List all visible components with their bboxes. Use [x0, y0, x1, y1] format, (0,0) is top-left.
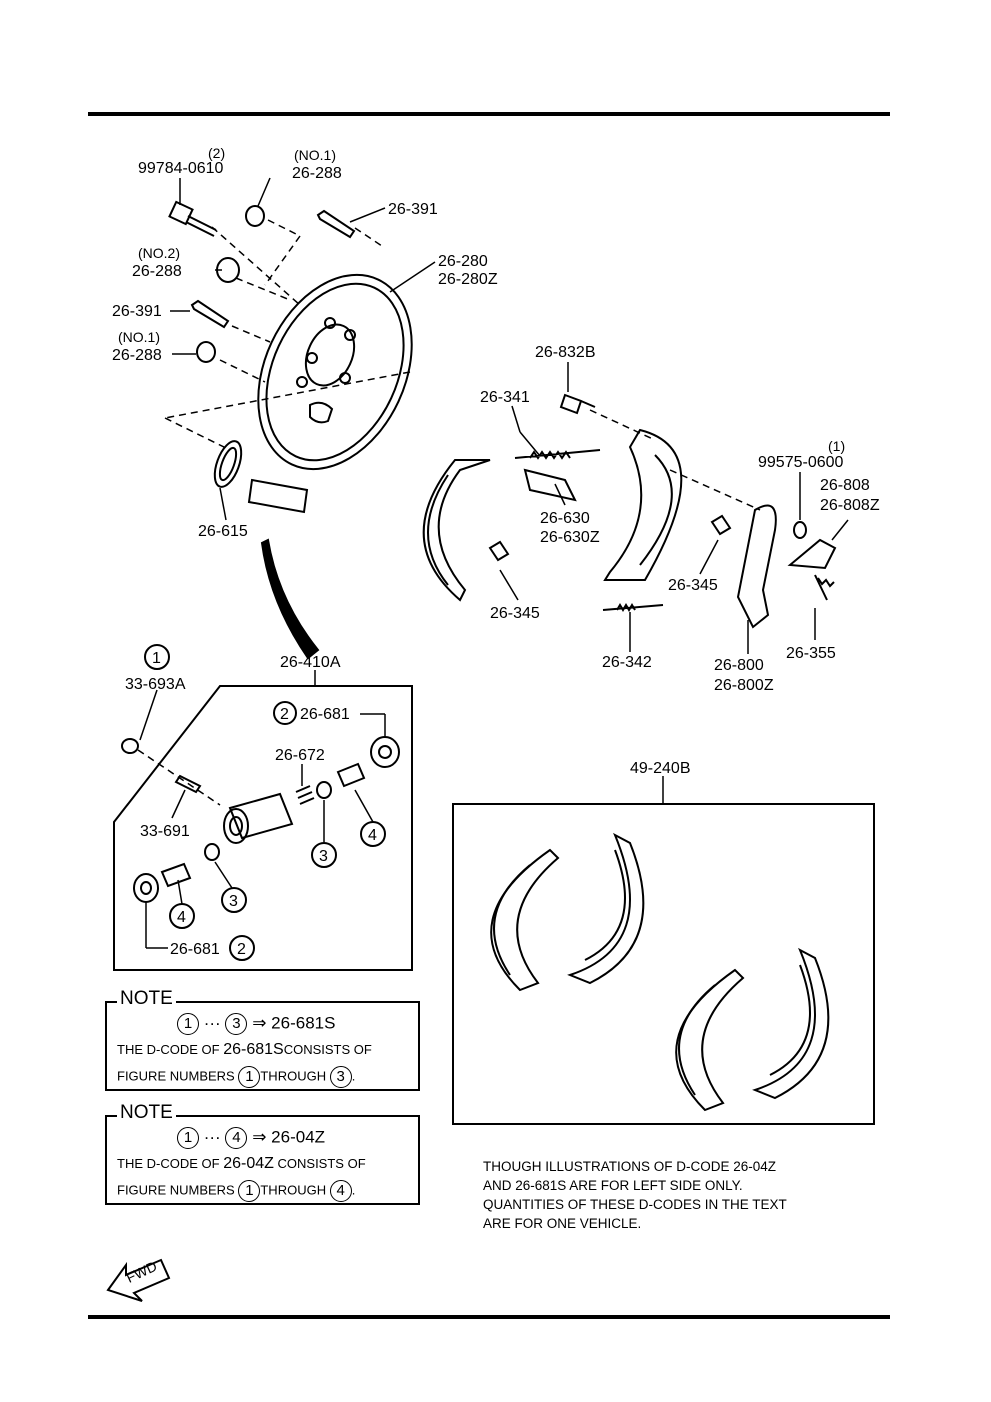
holddown-left-drawing: [488, 540, 510, 562]
pin-top-drawing: [316, 209, 356, 239]
nut-top-drawing: [245, 205, 265, 227]
upper-spring-label: 26-341: [480, 389, 530, 406]
wheel-cylinder-detail-drawing: [121, 736, 400, 903]
note-range: 1 ··· 3 ⇒ 26-681S: [177, 1013, 335, 1035]
adjuster-drawing: [559, 393, 596, 415]
strut-label-b: 26-630Z: [540, 529, 600, 546]
clip-drawing: [793, 521, 807, 539]
shoe-left-drawing: [422, 459, 491, 602]
note-range: 1 ··· 4 ⇒ 26-04Z: [177, 1127, 325, 1149]
spring-cyl-label: 26-672: [275, 747, 325, 764]
note-box-1: NOTE 1 ··· 3 ⇒ 26-681S THE D-CODE OF 26-…: [105, 988, 420, 1091]
pin-mid-drawing: [190, 299, 230, 329]
fwd-arrow: [106, 1258, 171, 1302]
wheel-cylinder-label: 26-410A: [280, 654, 341, 671]
shoe-set-drawing: [490, 832, 830, 1112]
nut-mid-label: 26-288: [132, 263, 182, 280]
gasket-drawing: [213, 440, 243, 488]
wheel-cylinder-box: [113, 685, 413, 971]
nut-top-label: 26-288: [292, 165, 342, 182]
backing-plate-drawing: [257, 273, 413, 471]
bottom-rule: [88, 1315, 890, 1319]
shoe-set-label: 49-240B: [630, 760, 691, 777]
backing-plate-label-a: 26-280: [438, 253, 488, 270]
lever-spring-drawing: [814, 574, 835, 601]
parking-lever-drawing: [736, 504, 777, 629]
clip-qty: (1): [828, 438, 845, 454]
lever-label-a: 26-808: [820, 477, 870, 494]
nut-low-drawing: [196, 341, 216, 363]
leader-lines: [139, 177, 849, 949]
strut-drawing: [523, 468, 577, 502]
holddown-right-drawing: [710, 514, 732, 536]
circle-1-cap: [144, 644, 170, 670]
note-title: NOTE: [117, 1102, 176, 1124]
note-text: THE D-CODE OF 26-681SCONSISTS OF: [117, 1041, 372, 1058]
bolt-qty: (2): [208, 145, 225, 161]
nut-top-no: (NO.1): [294, 147, 336, 163]
bolt-drawing: [168, 200, 217, 237]
wheel-cylinder-small-drawing: [247, 478, 309, 514]
nut-mid-no: (NO.2): [138, 245, 180, 261]
shoe-set-box: [452, 803, 875, 1125]
boot-top-num: 2: [280, 706, 289, 723]
note-title: NOTE: [117, 988, 176, 1010]
adjuster-label: 26-832B: [535, 344, 596, 361]
holddown-right-label: 26-345: [668, 577, 718, 594]
parking-lever-label-b: 26-800Z: [714, 677, 774, 694]
parking-lever-label-a: 26-800: [714, 657, 764, 674]
bleeder-label: 33-691: [140, 823, 190, 840]
holddown-left-label: 26-345: [490, 605, 540, 622]
clip-label: 99575-0600: [758, 454, 844, 471]
top-rule: [88, 112, 890, 116]
pin-top-label: 26-391: [388, 201, 438, 218]
guide-lines: [137, 219, 761, 806]
piston-num-left: 4: [177, 909, 186, 926]
disclaimer-text: THOUGH ILLUSTRATIONS OF D-CODE 26-04Z AN…: [483, 1159, 787, 1231]
shoe-right-drawing: [603, 428, 683, 581]
backing-plate-label-b: 26-280Z: [438, 271, 498, 288]
cap-num: 1: [152, 650, 161, 667]
lever-label-b: 26-808Z: [820, 497, 880, 514]
cup-num-left: 3: [229, 893, 238, 910]
fwd-label: FWD: [124, 1258, 160, 1286]
cap-label: 33-693A: [125, 676, 186, 693]
lower-spring-label: 26-342: [602, 654, 652, 671]
boot-top-label: 26-681: [300, 706, 350, 723]
note-text: THE D-CODE OF 26-04Z CONSISTS OF: [117, 1155, 366, 1172]
nut-low-label: 26-288: [112, 347, 162, 364]
boot-bot-label: 26-681: [170, 941, 220, 958]
pin-mid-label: 26-391: [112, 303, 162, 320]
lever-spring-label: 26-355: [786, 645, 836, 662]
cup-num-right: 3: [319, 848, 328, 865]
boot-bot-num: 2: [237, 941, 246, 958]
note-box-2: NOTE 1 ··· 4 ⇒ 26-04Z THE D-CODE OF 26-0…: [105, 1102, 420, 1205]
gasket-label: 26-615: [198, 523, 248, 540]
detail-arrow: [260, 538, 320, 660]
piston-num-right: 4: [368, 827, 377, 844]
lever-drawing: [787, 538, 837, 570]
bolt-label: 99784-0610: [138, 160, 224, 177]
upper-spring-drawing: [514, 449, 601, 460]
lower-spring-drawing: [602, 603, 664, 612]
nut-low-no: (NO.1): [118, 329, 160, 345]
strut-label-a: 26-630: [540, 510, 590, 527]
